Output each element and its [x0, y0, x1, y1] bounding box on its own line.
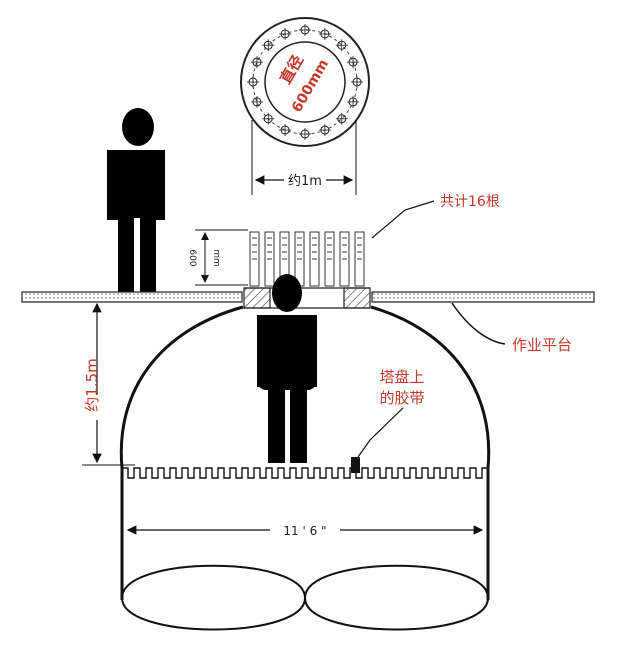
person-in-vessel — [257, 274, 317, 463]
bolt-symbol — [347, 56, 360, 69]
depth-label: 约1.5m — [83, 358, 101, 411]
bolt-symbol — [262, 112, 275, 125]
bolt-symbol — [247, 76, 259, 88]
tape-strip — [249, 231, 260, 287]
platform-leader — [451, 302, 506, 345]
tape-strip — [324, 231, 335, 287]
width-label: 约1m — [288, 174, 322, 189]
bolt-symbol — [318, 124, 331, 137]
vessel-bottom — [120, 564, 490, 631]
bolt-symbol — [351, 76, 363, 88]
bolt-symbol — [250, 56, 263, 69]
bolt-symbol — [250, 95, 263, 108]
bolt-ring — [247, 24, 363, 140]
bolt-symbol — [279, 27, 292, 40]
tape-strip — [339, 231, 350, 287]
bolt-symbol — [279, 124, 292, 137]
tape-strip — [264, 231, 275, 287]
belt-leader — [357, 407, 404, 458]
tape-strip — [309, 231, 320, 287]
bolt-symbol — [335, 112, 348, 125]
belt-marker — [351, 457, 360, 473]
platform-label: 作业平台 — [512, 336, 572, 354]
bolt-symbol — [299, 24, 311, 36]
manhole-flange-plan — [240, 17, 370, 147]
work-platform — [21, 291, 595, 303]
diameter-label-line1: 直径 — [276, 52, 307, 87]
bolt-symbol — [347, 95, 360, 108]
width-dimension — [251, 120, 357, 195]
bolt-symbol — [318, 27, 331, 40]
bolt-symbol — [335, 39, 348, 52]
height-600-dimension — [195, 229, 248, 286]
tape-strips — [249, 231, 365, 287]
belt-label-line2: 的胶带 — [379, 389, 424, 407]
manhole-neck — [243, 287, 371, 309]
tray-teeth — [122, 467, 488, 479]
depth-dimension — [82, 302, 135, 466]
count-label: 共计16根 — [440, 194, 500, 210]
count-leader — [371, 200, 435, 239]
vessel-dome — [119, 305, 491, 600]
tape-strip — [294, 231, 305, 287]
bolt-symbol — [299, 128, 311, 140]
tray-plate — [122, 467, 488, 479]
span-label: 11 ' 6 " — [283, 524, 326, 538]
person-on-platform — [107, 108, 165, 292]
height-600-label-bottom: mm — [211, 249, 221, 267]
belt-label-line1: 塔盘上 — [379, 368, 424, 386]
height-600-label-top: 600 — [187, 249, 197, 266]
bolt-symbol — [262, 39, 275, 52]
tape-strip — [354, 231, 365, 287]
